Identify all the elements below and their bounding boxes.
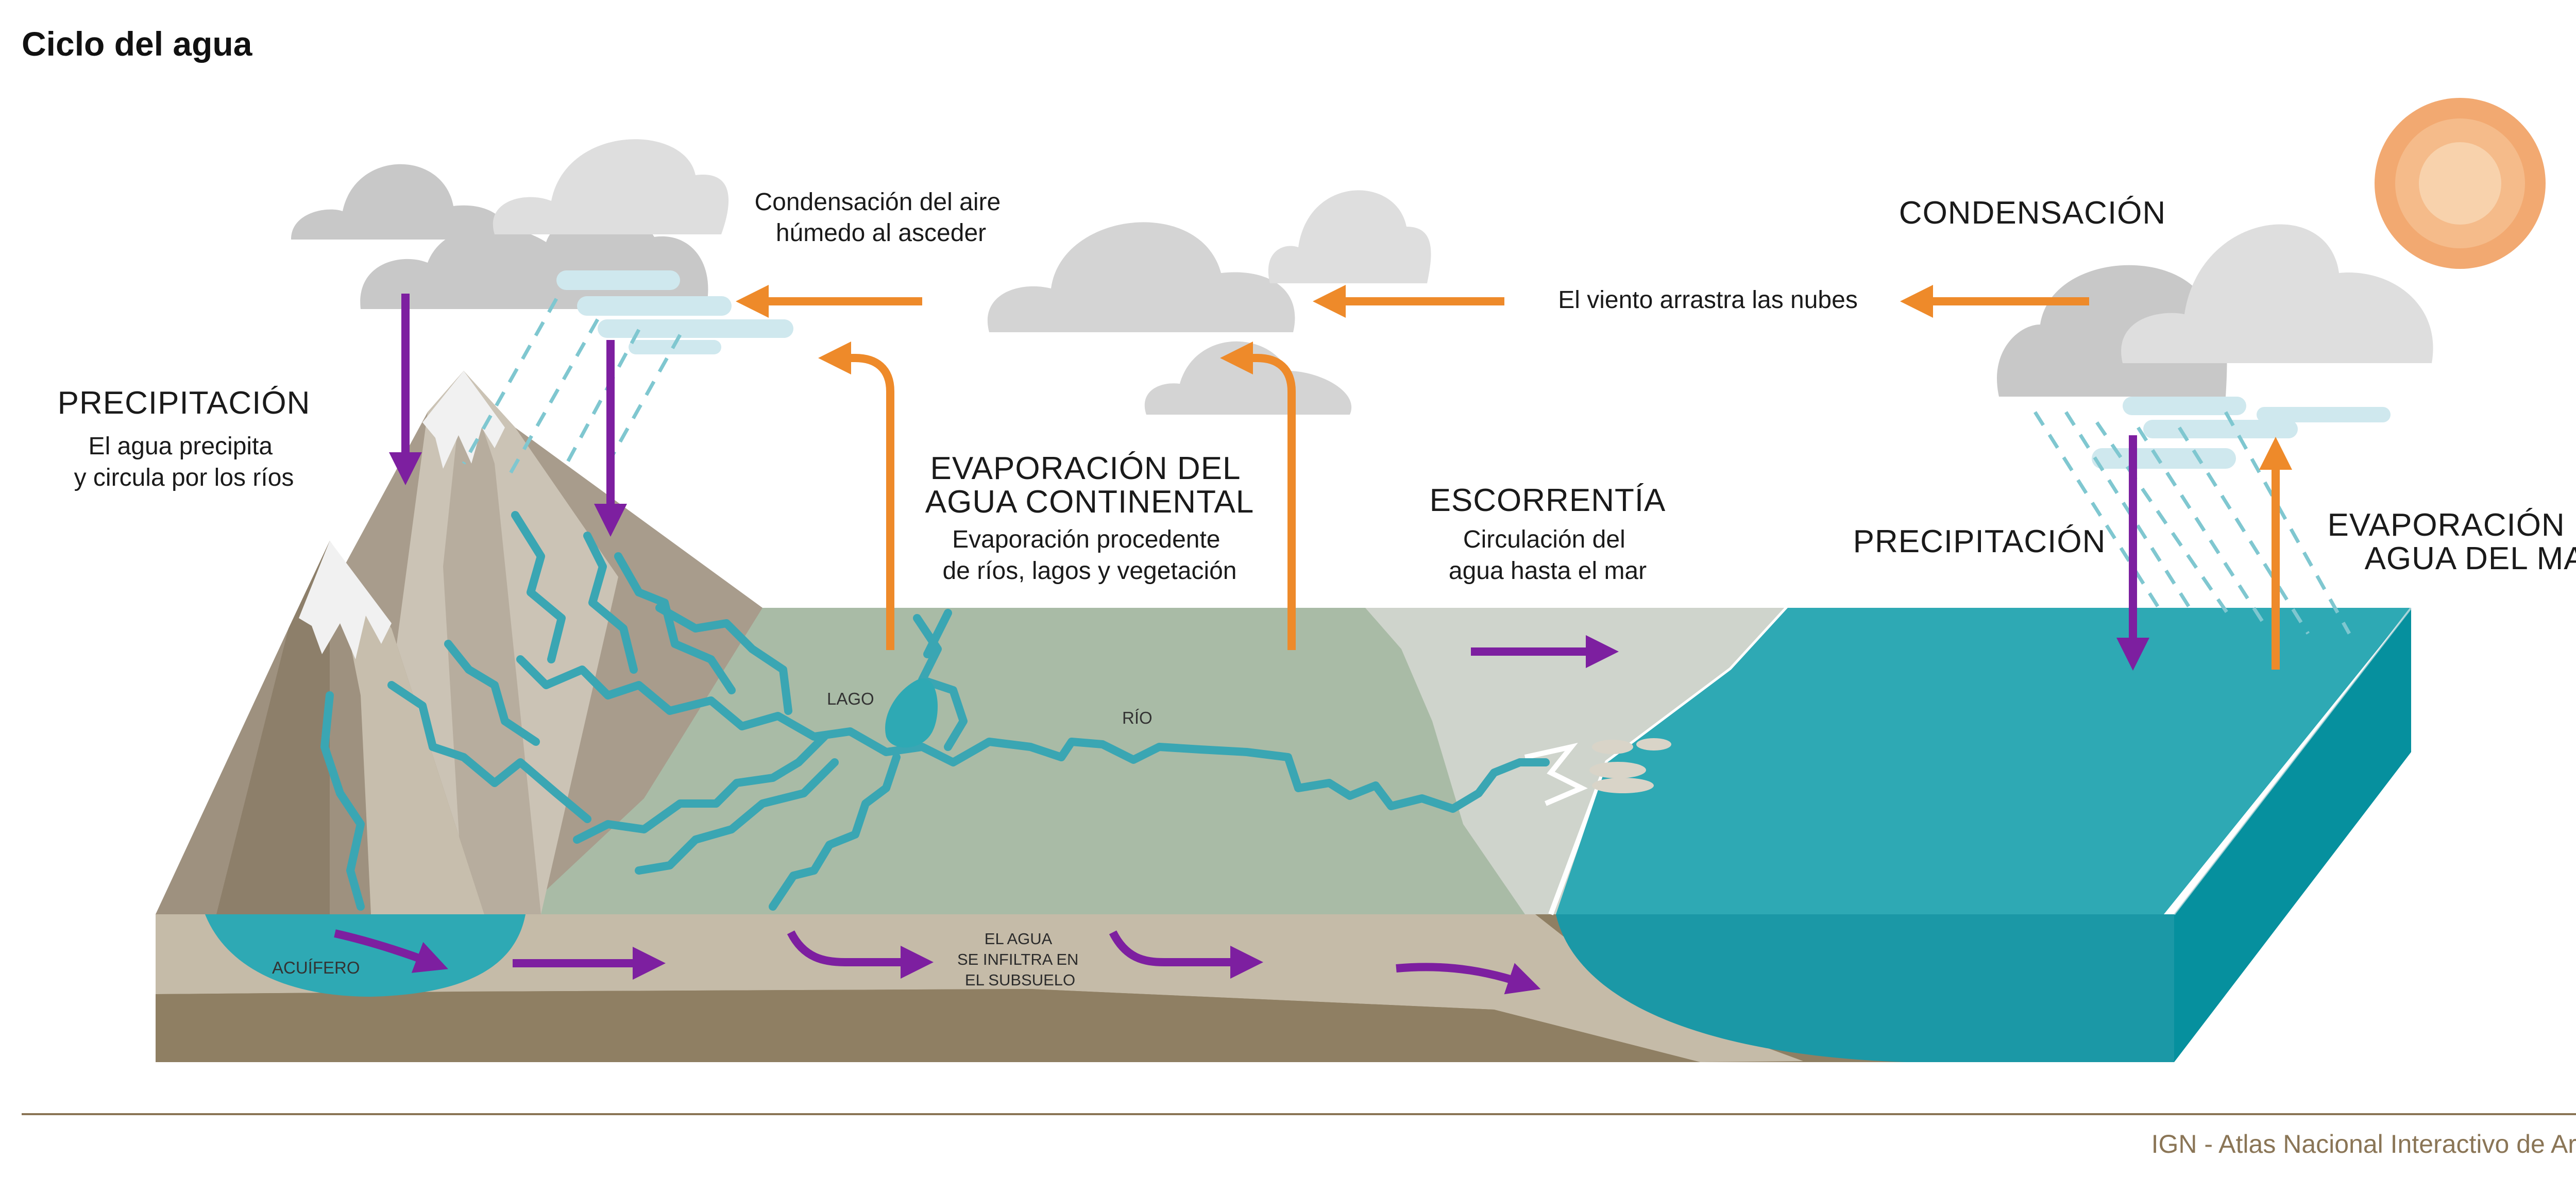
- river-branch: [923, 609, 952, 658]
- groundwater-arrow: [1109, 930, 1263, 979]
- purple-arrows: [334, 294, 2149, 995]
- label-evaporacion-continental-desc: Evaporación procedente de ríos, lagos y …: [942, 526, 1236, 585]
- cloud-icon: [1268, 190, 1431, 283]
- cloud-icon: [1144, 341, 1352, 415]
- mountain-mid-face: [443, 371, 541, 914]
- groundwater-arrow: [334, 929, 448, 973]
- label-condensacion-aire: Condensación del aire húmedo al asceder: [755, 189, 1008, 247]
- coast-inlet: [1524, 743, 1588, 806]
- label-evaporacion-mar: EVAPORACIÓN DEL AGUA DEL MAR: [2328, 507, 2576, 576]
- river-branch: [635, 758, 839, 875]
- rain-lines: [462, 298, 2351, 635]
- label-escorrentia-desc: Circulación del agua hasta el mar: [1449, 526, 1647, 585]
- land-green: [515, 608, 1546, 914]
- island: [1592, 778, 1654, 793]
- label-evaporacion-continental: EVAPORACIÓN DEL AGUA CONTINENTAL: [925, 451, 1254, 520]
- page-title: Ciclo del agua: [22, 25, 253, 63]
- soil-bottom-band: [156, 989, 1700, 1062]
- label-viento: El viento arrastra las nubes: [1558, 286, 1858, 314]
- mountain-small-shadow: [216, 541, 330, 914]
- orange-arrows: [736, 285, 2292, 670]
- label-precipitacion-left: PRECIPITACIÓN: [58, 385, 311, 421]
- cloud-icon: [493, 139, 729, 234]
- groundwater-arrow: [1396, 963, 1541, 995]
- label-precipitacion-right: PRECIPITACIÓN: [1853, 524, 2106, 559]
- mountain-small-face: [330, 541, 484, 914]
- snow-cap-small: [299, 541, 392, 659]
- river-branch: [511, 511, 566, 663]
- river-label: RÍO: [1122, 708, 1153, 727]
- island: [1592, 740, 1633, 754]
- ground-block: ACUÍFERO: [156, 371, 2412, 1062]
- label-infiltracion: EL AGUA SE INFILTRA EN EL SUBSUELO: [957, 930, 1083, 989]
- aquifer-label: ACUÍFERO: [272, 958, 360, 977]
- soil-light-layer: [156, 914, 1803, 1062]
- river-branch: [573, 732, 828, 844]
- lake: [885, 678, 938, 748]
- aquifer: [205, 914, 526, 997]
- river-branch: [320, 691, 365, 911]
- cloud-icon: [291, 164, 508, 240]
- footer-credit: IGN - Atlas Nacional Interactivo de Arge…: [2151, 1130, 2576, 1158]
- river-main: [516, 655, 1550, 813]
- continental-evaporation-arrow: [1220, 342, 1296, 650]
- sea-side: [2174, 608, 2411, 1062]
- label-condensacion: CONDENSACIÓN: [1899, 195, 2166, 231]
- river-branch: [444, 640, 540, 746]
- land-coast: [1365, 608, 1788, 914]
- cloud-icon: [987, 222, 1295, 332]
- river-branch: [387, 681, 591, 823]
- groundwater-arrow: [787, 930, 934, 979]
- river-network: [320, 511, 1550, 911]
- sea-front: [1556, 914, 2174, 1062]
- sea-top: [1556, 608, 2411, 914]
- continental-evaporation-arrow: [818, 342, 894, 650]
- island: [1636, 738, 1671, 750]
- sun-icon: [2375, 98, 2546, 269]
- cloud-icon: [2121, 224, 2433, 363]
- river-branch: [614, 552, 736, 694]
- label-precipitacion-desc: El agua precipita y circula por los ríos: [74, 433, 294, 491]
- river-branch: [655, 604, 792, 715]
- island: [1589, 762, 1646, 778]
- river-branch: [583, 532, 638, 674]
- lake-label: LAGO: [827, 689, 874, 708]
- snow-cap-main: [422, 371, 505, 469]
- river-branch: [769, 753, 901, 911]
- sea-front-top-edge: [2173, 607, 2412, 915]
- label-escorrentia: ESCORRENTÍA: [1430, 483, 1666, 518]
